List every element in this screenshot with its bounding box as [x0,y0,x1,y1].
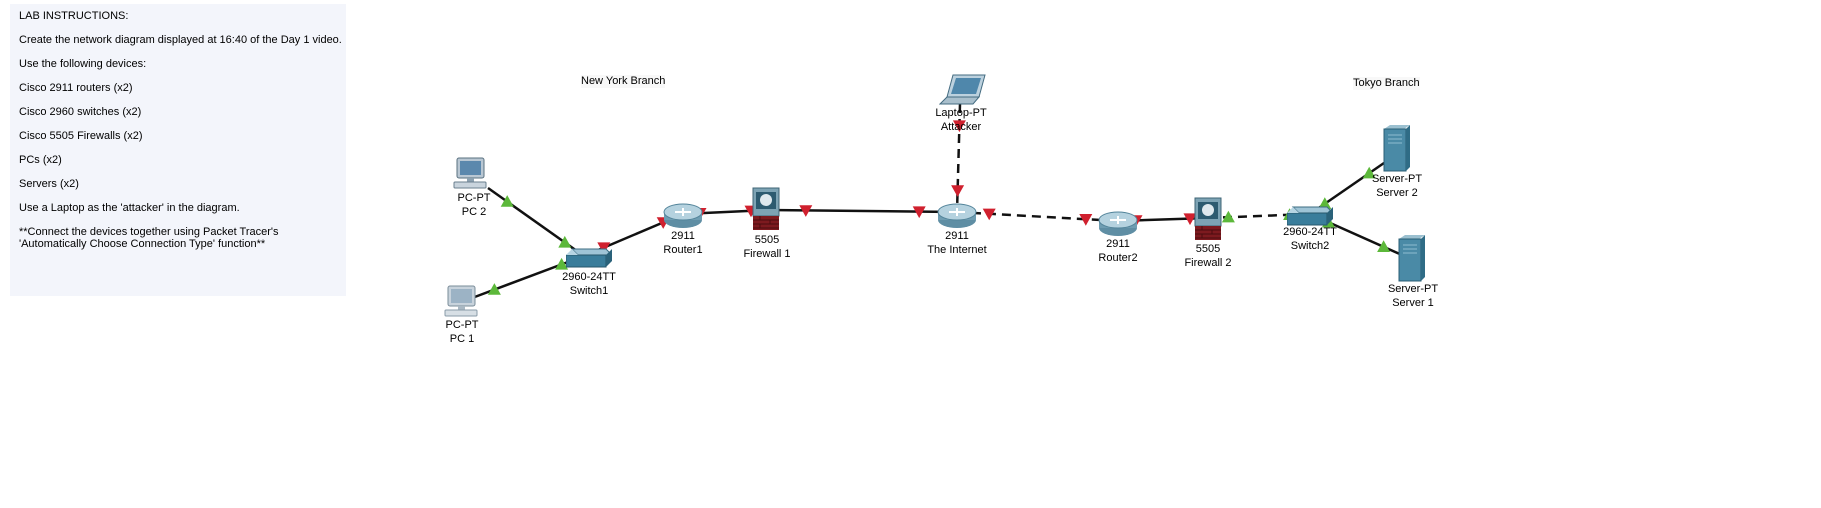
device-name: Server 2 [1376,187,1418,199]
instructions-title: LAB INSTRUCTIONS: [19,10,129,22]
device-name: Router1 [663,244,703,256]
device-name: Firewall 1 [743,248,791,260]
tokyo-branch-note[interactable]: Tokyo Branch [1353,77,1420,90]
link-up-light [555,257,569,270]
link-down-light [799,205,813,217]
link-down-light [1079,214,1093,226]
device-model: 5505 [1195,243,1221,255]
cable-firewall1-internet[interactable] [767,208,958,214]
link-up-light [1318,197,1332,209]
instructions-line: Cisco 5505 Firewalls (x2) [19,130,143,142]
switch1-label: 2960-24TT Switch1 [562,270,616,298]
attacker-label: Laptop-PT Attacker [935,106,986,134]
server1-label: Server-PT Server 1 [1388,282,1438,310]
link-up-light [1221,210,1235,223]
device-name: Attacker [940,121,982,133]
switch-icon[interactable] [1286,203,1335,234]
server-icon[interactable] [1380,125,1414,178]
device-model: 2911 [671,230,695,242]
link-up-light [487,283,501,295]
link-up-light [558,235,572,248]
cable-internet-router2[interactable] [956,210,1119,223]
device-model: PC-PT [457,192,491,204]
device-name: Switch1 [569,285,609,297]
laptop-icon[interactable] [938,73,987,112]
new-york-branch-note[interactable]: New York Branch [581,75,666,88]
instructions-line: PCs (x2) [19,154,62,166]
device-name: Firewall 2 [1184,257,1232,269]
link-down-light [1183,213,1197,226]
firewall-icon[interactable] [752,187,782,236]
server-icon[interactable] [1395,235,1429,288]
device-model: 2960-24TT [1283,226,1337,238]
device-model: Laptop-PT [935,107,987,119]
device-model: 2911 [945,230,969,242]
device-model: 5505 [754,234,780,246]
device-name: PC 2 [461,206,487,218]
instructions-line: Servers (x2) [19,178,79,190]
link-down-light [912,206,926,219]
link-down-light [982,208,996,221]
instructions-line: Use the following devices: [19,58,147,70]
router-icon[interactable] [663,202,703,235]
link-down-light [597,242,611,255]
instructions-line: 'Automatically Choose Connection Type' f… [19,238,266,250]
device-name: Router2 [1098,252,1138,264]
router-icon[interactable] [937,202,977,235]
device-model: 2911 [1106,238,1130,250]
pc2-label: PC-PT PC 2 [458,191,491,219]
instructions-line: Use a Laptop as the 'attacker' in the di… [19,202,240,214]
link-down-light [951,185,965,197]
pc1-label: PC-PT PC 1 [446,318,479,346]
link-up-light [1377,240,1391,252]
device-model: Server-PT [1387,283,1439,295]
instructions-line: **Connect the devices together using Pac… [19,226,279,238]
device-model: 2960-24TT [562,271,616,283]
device-name: Server 1 [1392,297,1434,309]
pc-icon[interactable] [443,285,479,324]
switch2-label: 2960-24TT Switch2 [1283,225,1337,253]
link-up-light [500,195,514,207]
device-model: Server-PT [1371,173,1423,185]
instructions-line: Create the network diagram displayed at … [19,34,342,46]
device-model: PC-PT [445,319,479,331]
switch-icon[interactable] [565,245,614,276]
instructions-line: Cisco 2911 routers (x2) [19,82,133,94]
device-name: PC 1 [449,333,475,345]
link-up-light [1362,166,1376,179]
device-name: Switch2 [1290,240,1330,252]
server2-label: Server-PT Server 2 [1372,172,1422,200]
lab-instructions-note[interactable]: LAB INSTRUCTIONS: Create the network dia… [10,4,346,296]
pc-icon[interactable] [452,157,488,196]
firewall-icon[interactable] [1194,197,1224,246]
link-down-light [952,120,966,133]
router-icon[interactable] [1098,210,1138,243]
device-name: The Internet [927,244,987,256]
instructions-line: Cisco 2960 switches (x2) [19,106,142,118]
